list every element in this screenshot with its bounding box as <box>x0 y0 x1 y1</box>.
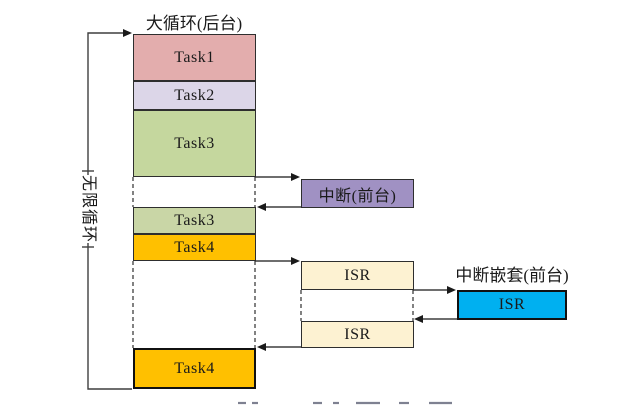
infinite-loop-label: 无限循环 <box>77 175 99 243</box>
background-loop-title: 大循环(后台) <box>145 14 243 33</box>
arrow-into-interrupt <box>291 173 300 181</box>
arrow-back-to-task4 <box>257 343 266 351</box>
isr2-box: ISR <box>301 321 414 348</box>
arrow-into-isr1 <box>291 257 300 265</box>
nested-isr-box: ISR <box>457 290 567 320</box>
arrow-into-nested-isr <box>447 286 456 294</box>
task4-box: Task4 <box>133 234 256 261</box>
task3-resumed-box: Task3 <box>133 207 256 234</box>
task2-box: Task2 <box>133 81 256 110</box>
nested-interrupt-title: 中断嵌套(前台) <box>455 266 569 285</box>
arrow-back-to-task3 <box>257 203 266 211</box>
interrupt-box: 中断(前台) <box>301 179 414 208</box>
task3-box: Task3 <box>133 110 256 177</box>
arrow-into-task1 <box>123 29 132 37</box>
task4-resumed-box: Task4 <box>133 348 256 389</box>
arrow-back-to-isr2 <box>414 315 423 323</box>
isr1-box: ISR <box>301 261 414 290</box>
task1-box: Task1 <box>133 34 256 81</box>
